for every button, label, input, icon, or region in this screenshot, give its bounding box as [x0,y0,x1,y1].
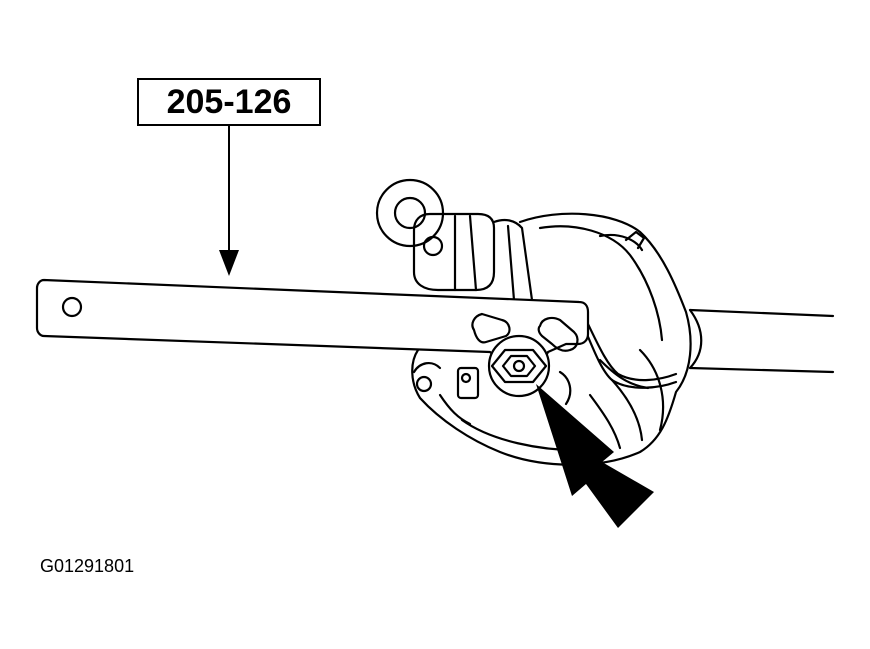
axle-tube [688,308,835,374]
differential-housing [411,212,692,466]
pinion-nut [487,334,551,398]
arrow-icon [219,126,239,276]
tool-bar [35,278,590,362]
figure-id: G01291801 [40,556,135,576]
tool-callout: 205-126 [137,78,321,126]
pinion-yoke [375,178,534,302]
large-arrow-icon [536,384,654,528]
tool-number-label: 205-126 [166,82,292,121]
